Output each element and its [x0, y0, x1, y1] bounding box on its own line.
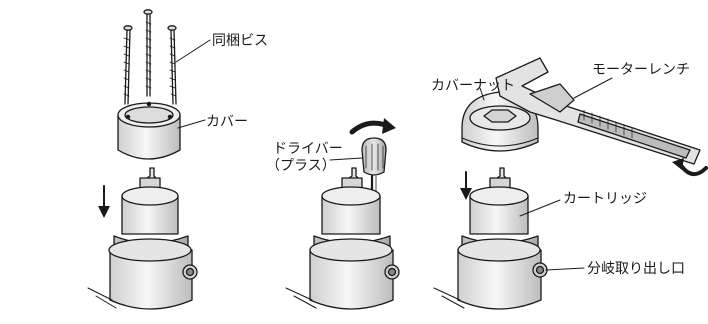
rotate-arrow-icon-2 [678, 162, 708, 176]
screws-illustration [123, 9, 211, 105]
faucet-body-1 [87, 167, 198, 310]
label-cover-nut: カバーナット [431, 78, 515, 94]
panel-2 [285, 118, 400, 310]
faucet-body-3 [433, 167, 585, 310]
label-driver-line1: ドライバー [273, 141, 343, 157]
label-wrench: モーターレンチ [592, 62, 690, 78]
label-cover: カバー [206, 114, 248, 130]
cover-illustration [117, 101, 206, 160]
faucet-body-2 [285, 167, 400, 310]
label-branch-outlet: 分岐取り出し口 [587, 261, 685, 277]
label-driver-line2: （プラス） [266, 158, 336, 174]
wrench-illustration [495, 57, 701, 165]
panel-1 [87, 9, 211, 310]
panel-3 [433, 57, 708, 310]
label-cartridge: カートリッジ [563, 191, 647, 207]
label-screws: 同梱ビス [212, 33, 268, 49]
